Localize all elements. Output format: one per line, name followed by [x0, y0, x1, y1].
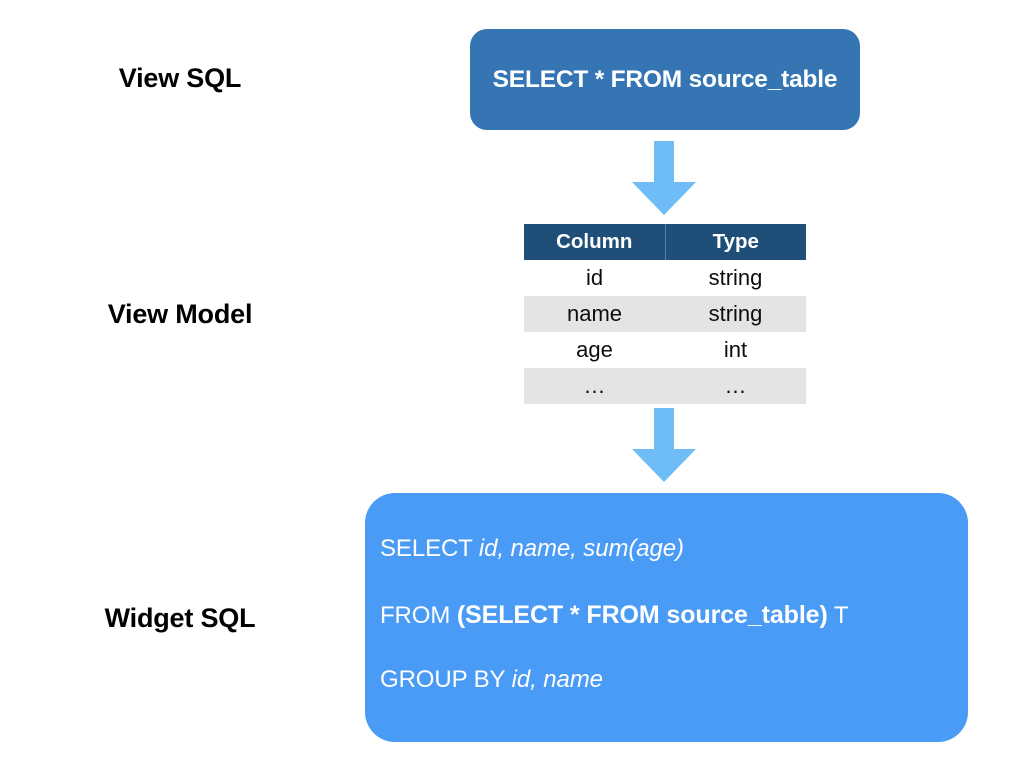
- widget-sql-line-select: SELECT id, name, sum(age): [380, 535, 684, 563]
- down-arrow-icon-top: [632, 141, 696, 215]
- row-label-view-model: View Model: [107, 299, 253, 329]
- cell-column-name: name: [524, 296, 665, 332]
- row-label-widget-sql: Widget SQL: [104, 603, 256, 633]
- widget-sql-box: SELECT id, name, sum(age) FROM (SELECT *…: [365, 493, 968, 742]
- cell-column-name: age: [524, 332, 665, 368]
- column-header-column: Column: [524, 224, 666, 260]
- cell-column-name: id: [524, 260, 665, 296]
- table-row: age int: [524, 332, 806, 368]
- table-row: name string: [524, 296, 806, 332]
- cell-column-type: string: [665, 296, 806, 332]
- view-sql-query-text: SELECT * FROM source_table: [492, 65, 838, 93]
- sql-group-by-columns: id, name: [511, 666, 603, 693]
- widget-sql-line-group-by: GROUP BY id, name: [380, 666, 603, 694]
- sql-subquery: (SELECT * FROM source_table): [456, 601, 828, 629]
- cell-column-name: …: [524, 368, 665, 404]
- sql-table-alias: T: [827, 602, 849, 629]
- sql-keyword-group-by: GROUP BY: [380, 666, 512, 693]
- down-arrow-icon-bottom: [632, 408, 696, 482]
- column-header-type: Type: [665, 224, 806, 260]
- down-arrow-shape: [632, 141, 696, 215]
- cell-column-type: …: [665, 368, 806, 404]
- down-arrow-shape: [632, 408, 696, 482]
- view-model-schema-table: Column Type id string name string age in…: [524, 224, 806, 404]
- table-row: id string: [524, 260, 806, 296]
- sql-keyword-from: FROM: [380, 602, 457, 629]
- cell-column-type: int: [665, 332, 806, 368]
- view-sql-box: SELECT * FROM source_table: [470, 29, 860, 130]
- cell-column-type: string: [665, 260, 806, 296]
- table-body: id string name string age int … …: [524, 260, 806, 404]
- table-header-row: Column Type: [524, 224, 806, 260]
- row-label-view-sql: View SQL: [118, 63, 242, 93]
- sql-select-columns: id, name, sum(age): [478, 535, 684, 562]
- sql-keyword-select: SELECT: [380, 535, 479, 562]
- widget-sql-line-from: FROM (SELECT * FROM source_table) T: [380, 601, 849, 630]
- table-row: … …: [524, 368, 806, 404]
